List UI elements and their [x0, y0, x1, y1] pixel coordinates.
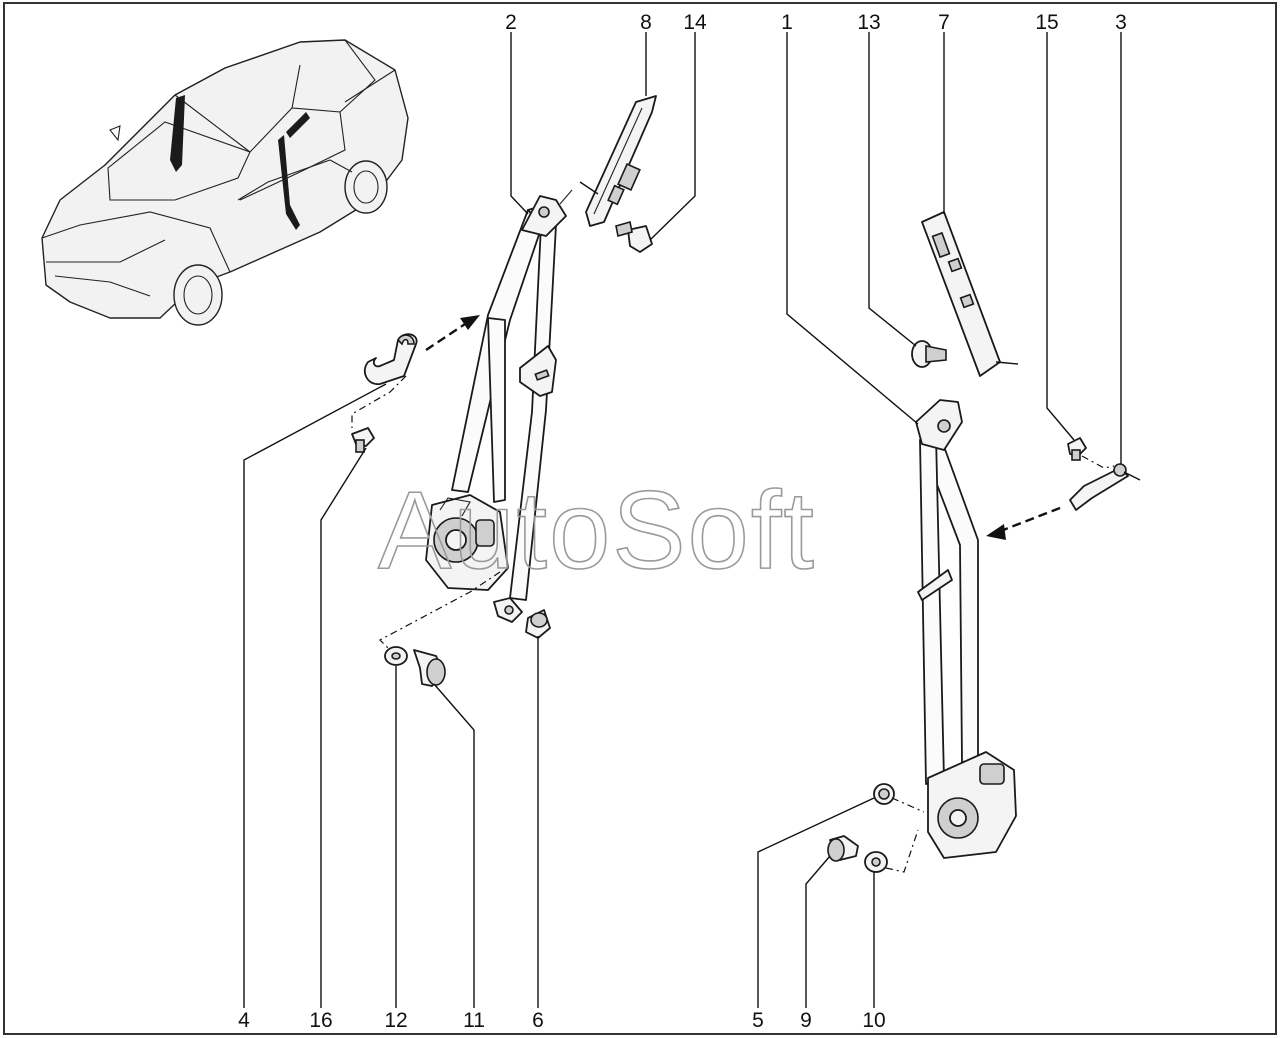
- callout-5: 5: [752, 1009, 764, 1032]
- callout-9: 9: [800, 1009, 812, 1032]
- leader-lines: [243, 32, 1122, 1008]
- callout-12: 12: [384, 1009, 407, 1032]
- belt-guide-hook-icon: [363, 333, 418, 385]
- front-seat-belt-icon: [379, 189, 573, 661]
- car-overview-icon: [41, 39, 409, 326]
- callout-6: 6: [532, 1009, 544, 1032]
- washer-10-icon: [864, 851, 888, 873]
- callout-10: 10: [862, 1009, 885, 1032]
- bolt-11-icon: [413, 649, 446, 687]
- callout-3: 3: [1115, 11, 1127, 34]
- callout-2: 2: [505, 11, 517, 34]
- rear-height-adjuster-icon: [921, 211, 1019, 377]
- bolt-13-icon: [911, 340, 947, 368]
- clip-16-icon: [351, 427, 375, 453]
- callout-13: 13: [857, 11, 880, 34]
- washer-12-icon: [384, 646, 408, 666]
- callout-16: 16: [309, 1009, 332, 1032]
- callout-15: 15: [1035, 11, 1058, 34]
- callout-1: 1: [781, 11, 793, 34]
- watermark-text: AutoSoft: [378, 469, 816, 592]
- belt-guide-3-icon: [1069, 463, 1141, 511]
- bolt-14-icon: [615, 220, 653, 253]
- callout-14: 14: [683, 11, 707, 34]
- callout-4: 4: [238, 1009, 250, 1032]
- clip-15-icon: [1067, 437, 1087, 461]
- callout-7: 7: [938, 11, 950, 34]
- callout-8: 8: [640, 11, 652, 34]
- height-adjuster-icon: [579, 95, 657, 227]
- rear-seat-belt-icon: [915, 399, 1017, 859]
- spacer-5-icon: [873, 783, 895, 805]
- spacer-6-icon: [525, 609, 551, 639]
- callout-11: 11: [463, 1009, 485, 1032]
- bolt-9-icon: [827, 835, 859, 862]
- callouts-top: 2 8 14 1 13 7 15 3: [505, 11, 1127, 34]
- callouts-bottom: 4 16 12 11 6 5 9 10: [238, 1009, 886, 1032]
